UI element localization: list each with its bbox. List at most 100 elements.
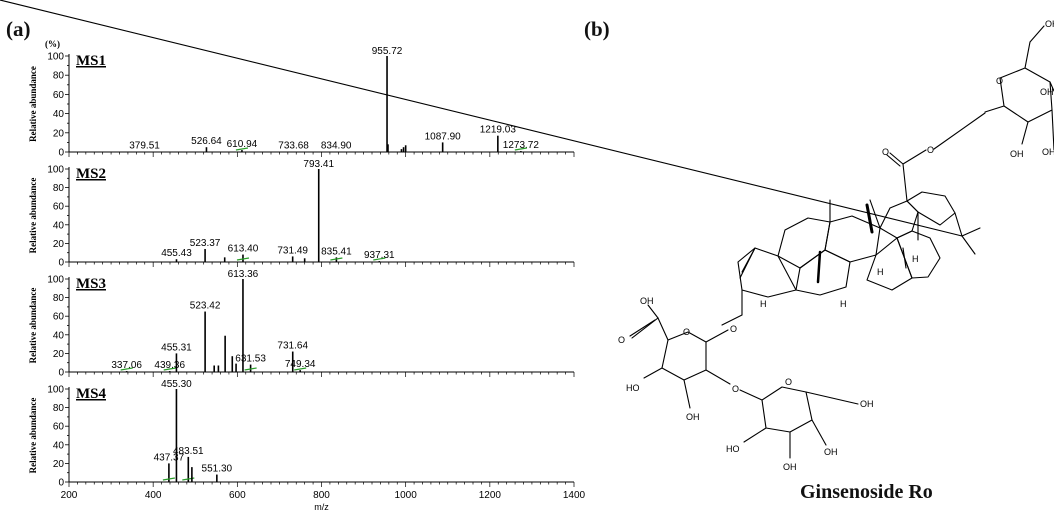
peak-marker — [373, 257, 386, 261]
peak-label: 793.41 — [303, 159, 334, 170]
peak-label: 731.64 — [277, 341, 308, 352]
y-axis-title: Relative abundance — [28, 178, 38, 254]
peak-label: 610.94 — [227, 139, 258, 150]
bottom-glucose-ring: O OH OH OH HO — [726, 377, 874, 472]
bottom-glucose-oh-6: OH — [860, 399, 874, 409]
x-tick-label: 800 — [313, 490, 330, 501]
h-stereocenter-9: H — [840, 299, 847, 309]
peak-label: 955.72 — [372, 46, 403, 57]
x-tick-label: 400 — [145, 490, 162, 501]
peak-label: 551.30 — [202, 464, 233, 475]
bottom-glucose-oh-2: HO — [726, 444, 740, 454]
top-glucose-oh-2: OH — [1010, 149, 1024, 159]
peak-label: 1219.03 — [480, 125, 517, 136]
peak-label: 523.42 — [190, 301, 221, 312]
ester-carbonyl-o: O — [882, 147, 889, 157]
peak-marker — [244, 367, 257, 371]
h-stereocenter-18: H — [912, 254, 919, 264]
peak-label: 731.49 — [277, 245, 308, 256]
y-tick-label: 80 — [53, 293, 65, 304]
bottom-glucose-oh-4: OH — [824, 447, 838, 457]
peak-label: 437.37 — [154, 452, 185, 463]
y-axis-title: Relative abundance — [28, 66, 38, 142]
y-tick-label: 80 — [53, 403, 65, 414]
spectrum-title: MS4 — [76, 386, 107, 402]
y-tick-label: 40 — [53, 109, 65, 120]
y-tick-label: 20 — [53, 128, 65, 139]
peak-marker — [162, 477, 175, 481]
y-tick-label: 60 — [53, 90, 65, 101]
x-tick-label: 1000 — [395, 490, 418, 501]
y-tick-label: 0 — [58, 148, 64, 159]
h-stereocenter-13: H — [877, 267, 884, 277]
compound-name: Ginsenoside Ro — [800, 481, 933, 503]
ester-o: O — [927, 145, 934, 155]
y-tick-label: 80 — [53, 183, 65, 194]
peak-label: 337.06 — [111, 360, 142, 371]
top-glucose-oh-3: OH — [1042, 147, 1054, 157]
y-tick-label: 40 — [53, 440, 65, 451]
y-tick-label: 0 — [58, 478, 64, 489]
x-axis-title: m/z — [314, 502, 329, 512]
peak-label: 1273.72 — [503, 140, 540, 151]
peak-label: 455.30 — [161, 379, 192, 390]
top-glucose-oh-4: OH — [1040, 87, 1054, 97]
y-tick-label: 0 — [58, 258, 64, 269]
peak-marker — [514, 147, 527, 151]
glucuronic-o-2: O — [732, 384, 739, 394]
glucuronic-oh-3: OH — [686, 412, 700, 422]
y-tick-label: 20 — [53, 349, 65, 360]
y-tick-label: 100 — [47, 385, 64, 396]
spectrum-title: MS1 — [76, 53, 106, 69]
x-tick-label: 1400 — [563, 490, 586, 501]
glucuronic-oh-4: HO — [626, 383, 640, 393]
peak-marker — [294, 367, 307, 371]
panel-b-label: (b) — [584, 17, 610, 41]
top-glucose-oh-6: OH — [1045, 19, 1054, 29]
glucuronic-carbonyl-o: O — [618, 335, 625, 345]
y-tick-label: 20 — [53, 239, 65, 250]
oleanane-skeleton: H H H H — [0, 0, 981, 326]
peak-marker — [330, 257, 343, 261]
x-tick-label: 600 — [229, 490, 246, 501]
y-tick-label: 100 — [47, 275, 64, 286]
peak-label: 455.43 — [161, 248, 192, 259]
ginsenoside-ro-structure: OH OH OH OH O O O — [0, 0, 1054, 472]
y-tick-label: 100 — [47, 165, 64, 176]
peak-marker — [120, 367, 133, 371]
y-tick-label: 40 — [53, 220, 65, 231]
peak-marker — [163, 367, 176, 371]
bottom-glucose-ring-o: O — [785, 377, 792, 387]
bottom-glucose-oh-3: OH — [783, 462, 797, 472]
peak-label: 834.90 — [321, 141, 352, 152]
peak-label: 455.31 — [161, 342, 192, 353]
peak-label: 483.51 — [173, 446, 204, 457]
peak-label: 613.40 — [228, 244, 259, 255]
glucuronic-cooh-oh: OH — [640, 296, 654, 306]
peak-label: 733.68 — [278, 141, 309, 152]
y-axis-title: Relative abundance — [28, 288, 38, 364]
peak-label: 379.51 — [129, 141, 160, 152]
y-tick-label: 100 — [47, 52, 64, 63]
ester-linkage: O O — [882, 112, 986, 202]
unit-label: (%) — [45, 39, 60, 49]
x-tick-label: 200 — [61, 490, 78, 501]
peak-label: 937.31 — [364, 250, 395, 261]
y-tick-label: 60 — [53, 312, 65, 323]
y-tick-label: 40 — [53, 330, 65, 341]
glucuronic-acid-ring: O OH O O HO OH O — [618, 296, 739, 422]
panel-a-label: (a) — [6, 17, 31, 41]
peak-label: 835.41 — [321, 246, 352, 257]
peak-label: 526.64 — [191, 136, 222, 147]
top-glucose-ring-o: O — [996, 76, 1003, 86]
top-glucose-ring: OH OH OH OH O — [984, 19, 1054, 159]
peak-marker — [236, 257, 250, 261]
y-tick-label: 20 — [53, 459, 65, 470]
spectrum-title: MS3 — [76, 276, 106, 292]
